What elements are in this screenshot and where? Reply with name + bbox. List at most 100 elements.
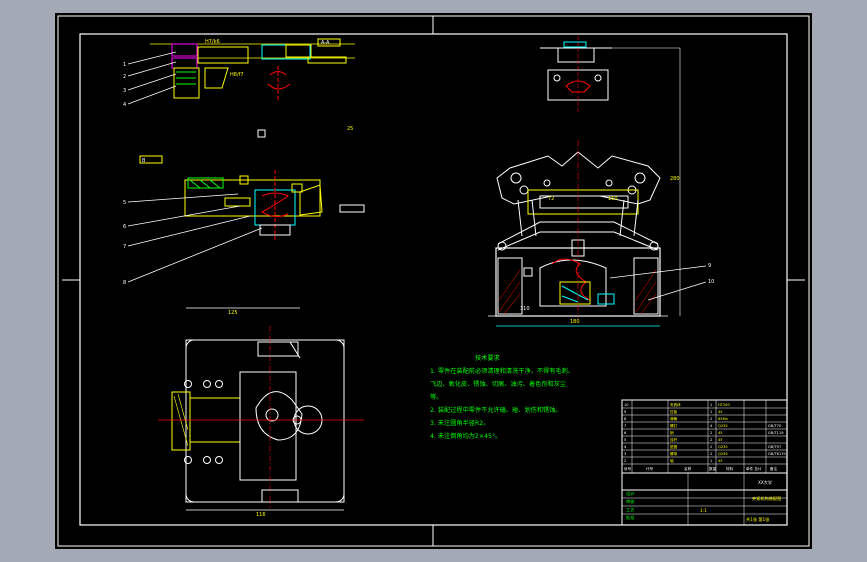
svg-text:代号: 代号: [646, 466, 654, 471]
svg-text:2: 2: [710, 417, 712, 421]
title-block: [621, 399, 788, 526]
drawing-name: 夹紧机构装配图: [752, 495, 781, 502]
tech-req-title: 技术要求: [475, 354, 500, 362]
callout-3: 3: [123, 88, 126, 94]
callout-1: 1: [123, 62, 126, 68]
svg-text:2: 2: [710, 431, 712, 435]
callout-2: 2: [123, 74, 126, 80]
sheet-count: 共1张 第1张: [746, 516, 770, 523]
sign-approve: 批准: [626, 514, 634, 521]
tech-req-line-2: 飞边、氧化皮、锈蚀、切屑、油污、着色剂和灰尘: [430, 380, 566, 388]
svg-text:HT200: HT200: [718, 403, 730, 407]
dim-label-25: 25: [347, 126, 353, 132]
callout-5: 5: [123, 200, 126, 206]
title-block-text: XX大学 夹紧机构装配图 1:1 共1张 第1张 设计 审核 工艺 批准: [626, 479, 781, 523]
tech-req-line-3: 等。: [430, 393, 442, 401]
middle-left-labels: B: [142, 158, 146, 164]
front-view-labels: 72 160 180 280 310 9 10: [520, 176, 714, 325]
tech-req-line-5: 3. 未注圆角半径R2。: [430, 419, 489, 427]
svg-text:10: 10: [624, 403, 629, 407]
dim-top-width: 160: [608, 196, 618, 202]
svg-text:压板: 压板: [670, 409, 678, 414]
svg-text:45: 45: [718, 431, 723, 435]
svg-text:连杆: 连杆: [670, 437, 678, 442]
svg-text:GB/T70: GB/T70: [768, 424, 782, 428]
svg-text:1: 1: [710, 410, 712, 414]
svg-text:2: 2: [710, 452, 712, 456]
callout-10: 10: [708, 279, 714, 285]
svg-text:Q235: Q235: [718, 424, 728, 428]
svg-text:2: 2: [710, 438, 712, 442]
sign-process: 工艺: [626, 507, 634, 512]
callout-6: 6: [123, 224, 126, 230]
svg-text:7: 7: [624, 424, 626, 428]
plan-view-labels: 125 116: [228, 310, 266, 518]
svg-text:Q235: Q235: [718, 452, 728, 456]
dim-inner-width: 72: [548, 196, 554, 202]
parts-list-row: 9 压板 1 45: [624, 409, 723, 414]
svg-text:名称: 名称: [684, 466, 692, 471]
tech-req-line-1: 1. 零件在装配前必须清理和清洗干净，不得有毛刺、: [430, 367, 574, 375]
svg-text:1: 1: [710, 459, 712, 463]
tech-req-line-4: 2. 装配过程中零件不允许磕、碰、划伤和锈蚀。: [430, 406, 562, 414]
part-callouts-middle-left: 5 6 7 8: [123, 200, 126, 286]
dim-310: 310: [520, 306, 530, 312]
centering-marks: [62, 16, 805, 546]
parts-list-row: 2 轴 1 45: [624, 458, 723, 463]
callout-8: 8: [123, 280, 126, 286]
svg-text:8: 8: [624, 417, 627, 421]
note-a: A-A: [321, 40, 330, 46]
callout-9: 9: [708, 263, 711, 269]
sign-review: 审核: [626, 498, 635, 505]
callout-7: 7: [123, 244, 126, 250]
svg-text:螺钉: 螺钉: [670, 423, 678, 428]
callout-4: 4: [123, 102, 126, 108]
dim-bottom-width: 180: [570, 319, 580, 325]
svg-text:5: 5: [624, 438, 626, 442]
tech-requirements: 技术要求 1. 零件在装配前必须清理和清洗干净，不得有毛刺、 飞边、氧化皮、锈蚀…: [430, 354, 574, 440]
dim-plan-width: 125: [228, 310, 238, 316]
note-b: B: [142, 158, 146, 164]
svg-text:9: 9: [624, 410, 627, 414]
svg-text:45: 45: [718, 459, 723, 463]
svg-text:数量: 数量: [709, 466, 717, 471]
tech-req-line-6: 4. 未注倒角均为2×45°。: [430, 432, 501, 440]
svg-text:2: 2: [710, 445, 712, 449]
detail-view-top-left: [150, 38, 355, 138]
dim-front-height: 280: [670, 176, 680, 182]
svg-text:材料: 材料: [726, 466, 734, 471]
svg-text:6: 6: [624, 431, 627, 435]
svg-text:轴: 轴: [670, 458, 674, 463]
leaders-top-left: [127, 51, 177, 105]
svg-text:单件 总计: 单件 总计: [746, 466, 762, 471]
parts-list-header: 序号 代号 名称 数量 材料 单件 总计 备注: [624, 466, 778, 471]
svg-text:夹具体: 夹具体: [670, 402, 681, 407]
part-callouts-top-left: 1 2 3 4: [123, 62, 126, 108]
dim-plan-length: 116: [256, 512, 266, 518]
svg-text:GB/T119: GB/T119: [768, 431, 784, 435]
svg-text:GB/T6170: GB/T6170: [768, 452, 787, 456]
svg-text:GB/T97: GB/T97: [768, 445, 781, 449]
svg-text:45: 45: [718, 438, 723, 442]
svg-text:垫圈: 垫圈: [670, 444, 678, 449]
parts-list-row: 5 连杆 2 45: [624, 437, 723, 442]
svg-text:4: 4: [710, 424, 713, 428]
svg-text:螺母: 螺母: [670, 451, 678, 456]
svg-text:45: 45: [718, 410, 723, 414]
svg-text:备注: 备注: [770, 466, 778, 471]
svg-text:弹簧: 弹簧: [670, 416, 678, 421]
svg-text:2: 2: [624, 459, 626, 463]
scale: 1:1: [700, 508, 707, 513]
detail-view-top-left-labels: H7/k6 H8/f7 A-A 25: [205, 39, 353, 132]
front-view: [488, 36, 707, 327]
svg-text:4: 4: [624, 445, 627, 449]
school-name: XX大学: [758, 479, 772, 486]
